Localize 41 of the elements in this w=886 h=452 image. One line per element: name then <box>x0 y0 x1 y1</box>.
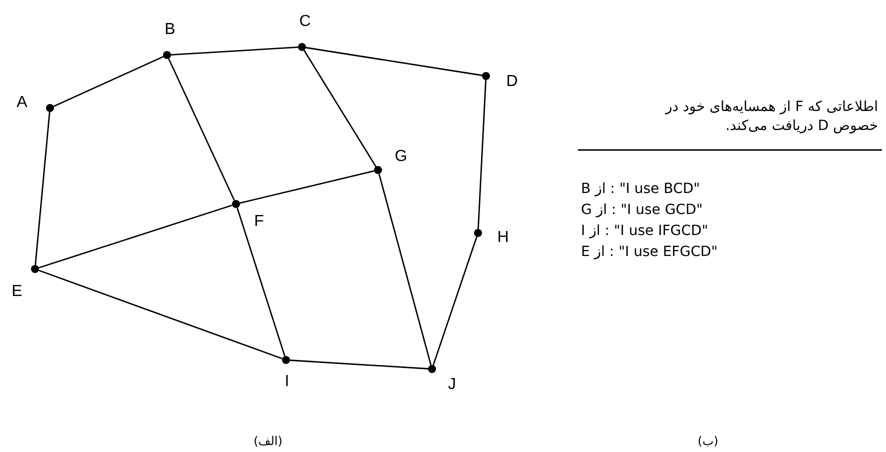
vertex-label: E <box>12 284 22 300</box>
edge-line <box>168 58 235 201</box>
edge-line <box>34 112 50 266</box>
edge-line <box>432 236 478 366</box>
message-text: I از : "I use IFGCD" <box>581 223 708 239</box>
vertex-dot <box>482 72 490 80</box>
edge-line <box>240 170 374 204</box>
vertex-label: B <box>164 22 176 38</box>
edge-line <box>306 46 482 76</box>
edge-line <box>170 46 298 56</box>
message-text: B از : "I use BCD" <box>581 181 700 197</box>
edge-line <box>478 80 486 230</box>
vertex-label: A <box>16 95 28 111</box>
caption-text: (الف) <box>254 434 282 448</box>
vertex-dot <box>163 51 171 59</box>
heading-text: اطلاعاتی که F از همسایه‌های خود در خصوص D دریافت می‌کند. <box>664 98 878 136</box>
edge-line <box>378 174 432 366</box>
vertex-label: J <box>448 377 456 393</box>
vertex-label: H <box>497 230 509 246</box>
vertex-label: I <box>284 374 290 390</box>
edge-line <box>53 56 164 107</box>
edge-line <box>236 208 286 356</box>
vertex-dot <box>282 356 290 364</box>
message-text: G از : "I use GCD" <box>581 202 703 218</box>
edge-line <box>38 270 282 360</box>
edge-line <box>304 50 376 167</box>
vertex-label: D <box>506 74 518 90</box>
vertex-label: C <box>299 14 311 30</box>
vertex-dot <box>428 365 436 373</box>
vertex-dot <box>232 200 240 208</box>
vertex-label: G <box>394 149 408 165</box>
vertex-dot <box>298 43 306 51</box>
edge-line <box>38 204 232 268</box>
vertex-dot <box>31 265 39 273</box>
message-text: E از : "I use EFGCD" <box>581 244 718 260</box>
caption-text: (ب) <box>698 434 718 448</box>
edge-line <box>290 360 428 370</box>
vertex-dot <box>46 104 54 112</box>
vertex-dot <box>474 229 482 237</box>
vertex-label: F <box>254 214 264 230</box>
vertex-dot <box>374 166 382 174</box>
